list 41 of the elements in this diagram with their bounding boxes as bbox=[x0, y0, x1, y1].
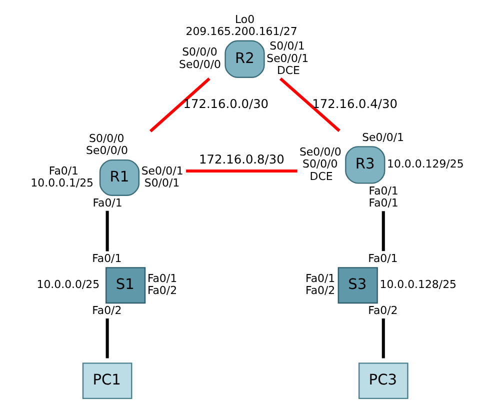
node-label: 209.165.200.161/27 bbox=[186, 25, 298, 38]
node-label: S0/0/1 bbox=[270, 40, 305, 53]
node-label: S0/0/1 bbox=[144, 176, 180, 190]
node-label: Fa0/1 bbox=[368, 196, 398, 210]
connector bbox=[106, 210, 109, 252]
node-label: S0/0/0 bbox=[182, 46, 218, 59]
node-label: Fa0/1 bbox=[92, 252, 122, 265]
node-label: Fa0/1 bbox=[306, 272, 336, 285]
node-label: Fa0/1 bbox=[368, 184, 398, 198]
node-label: Se0/0/1 bbox=[362, 130, 404, 144]
node-label: DCE bbox=[310, 170, 333, 183]
connector bbox=[382, 211, 385, 252]
node-label: Se0/0/0 bbox=[179, 58, 221, 71]
node-label: Fa0/1 bbox=[147, 272, 178, 285]
node-label: Lo0 bbox=[235, 12, 255, 26]
edge-label: 172.16.0.0/30 bbox=[183, 96, 269, 111]
node-label: Se0/0/1 bbox=[141, 164, 184, 178]
node-label: 10.0.0.128/25 bbox=[380, 278, 456, 292]
edge-label: 172.16.0.4/30 bbox=[312, 96, 398, 111]
node-label: Se0/0/1 bbox=[266, 52, 309, 65]
node-label: 10.0.0.1/25 bbox=[30, 176, 94, 190]
node-label: Se0/0/0 bbox=[299, 145, 342, 158]
node-label: 10.0.0.129/25 bbox=[387, 158, 464, 171]
node-label: Fa0/1 bbox=[368, 252, 398, 265]
node-label: 10.0.0.0/25 bbox=[36, 278, 100, 292]
connector bbox=[106, 318, 109, 358]
node-label: Fa0/2 bbox=[306, 284, 336, 298]
connector bbox=[149, 77, 210, 132]
node-label: Fa0/1 bbox=[92, 196, 122, 210]
node-label: Fa0/2 bbox=[92, 304, 122, 318]
edge-label: 172.16.0.8/30 bbox=[199, 152, 284, 167]
connector bbox=[279, 77, 340, 132]
connector bbox=[382, 318, 385, 358]
connector bbox=[186, 170, 298, 173]
node-label: Fa0/2 bbox=[147, 284, 178, 298]
node-label: Se0/0/0 bbox=[86, 144, 128, 158]
node-label: S0/0/0 bbox=[89, 132, 124, 146]
node-label: Fa0/1 bbox=[48, 164, 79, 178]
node-label: DCE bbox=[276, 64, 300, 77]
node-label: S0/0/0 bbox=[302, 158, 338, 171]
node-label: Fa0/2 bbox=[368, 304, 398, 318]
